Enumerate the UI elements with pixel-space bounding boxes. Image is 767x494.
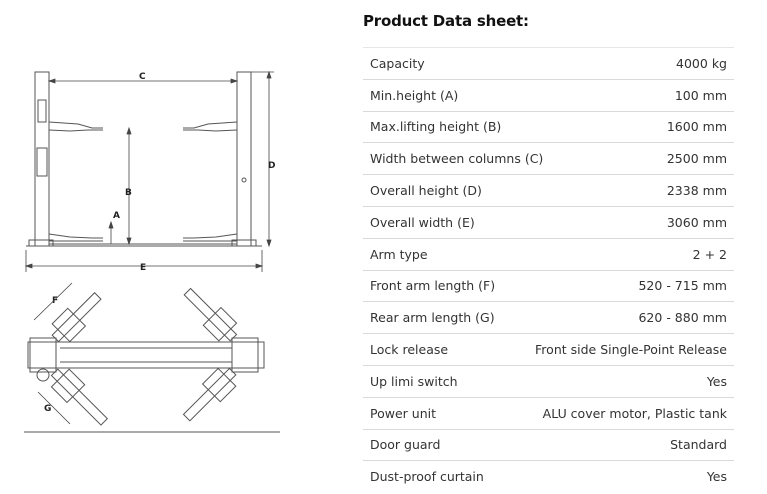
spec-row: Front arm length (F) 520 - 715 mm <box>363 269 734 302</box>
spec-label: Up limi switch <box>370 373 458 389</box>
sheet-title: Product Data sheet: <box>363 12 529 30</box>
right-column <box>236 71 252 247</box>
spec-label: Dust-proof curtain <box>370 469 484 485</box>
spec-value: 2500 mm <box>666 151 727 167</box>
dim-label-f: F <box>52 296 58 306</box>
spec-value: Front side Single-Point Release <box>535 342 727 358</box>
spec-row: Rear arm length (G) 620 - 880 mm <box>363 301 734 333</box>
spec-row: Door guard Standard <box>363 428 734 461</box>
spec-row: Arm type 2 + 2 <box>363 237 734 270</box>
spec-row: Power unit ALU cover motor, Plastic tank <box>363 396 734 429</box>
spec-label: Capacity <box>370 55 425 71</box>
spec-label: Arm type <box>370 246 428 262</box>
spec-label: Overall height (D) <box>370 183 482 199</box>
spec-row: Overall height (D) 2338 mm <box>363 174 734 206</box>
spec-value: Standard <box>670 437 727 453</box>
spec-value: 620 - 880 mm <box>638 310 727 326</box>
spec-row: Min.height (A) 100 mm <box>363 78 734 111</box>
spec-label: Min.height (A) <box>370 87 459 103</box>
spec-value: 3060 mm <box>666 214 727 230</box>
dim-label-d: D <box>268 161 275 171</box>
spec-value: 2338 mm <box>666 183 727 199</box>
spec-label: Power unit <box>370 405 436 421</box>
dim-label-e: E <box>140 263 146 273</box>
spec-value: 1600 mm <box>666 119 727 135</box>
spec-row: Max.lifting height (B) 1600 mm <box>363 110 734 143</box>
spec-value: Yes <box>706 469 727 485</box>
spec-label: Door guard <box>370 437 441 453</box>
spec-row: Lock release Front side Single-Point Rele… <box>363 333 734 365</box>
spec-value: 520 - 715 mm <box>638 278 727 294</box>
spec-row: Up limi switch Yes <box>363 364 734 397</box>
spec-label: Lock release <box>370 342 449 358</box>
spec-label: Front arm length (F) <box>370 278 496 294</box>
dim-label-g: G <box>44 404 51 414</box>
spec-value: 100 mm <box>674 87 727 103</box>
dim-label-b: B <box>125 188 132 198</box>
spec-row: Width between columns (C) 2500 mm <box>363 142 734 174</box>
spec-table: Capacity 4000 kg Min.height (A) 100 mm Max.l… <box>363 47 734 492</box>
spec-label: Max.lifting height (B) <box>370 119 502 135</box>
top-view <box>24 287 280 433</box>
dim-label-a: A <box>113 211 120 221</box>
spec-label: Width between columns (C) <box>370 151 544 167</box>
spec-label: Overall width (E) <box>370 214 475 230</box>
lift-drawing: C B A D E F G <box>24 70 280 433</box>
spec-row: Overall width (E) 3060 mm <box>363 205 734 238</box>
spec-value: 2 + 2 <box>692 246 727 262</box>
spec-value: 4000 kg <box>676 55 727 71</box>
lift-diagram: C B A D E F G <box>0 0 300 490</box>
spec-row: Capacity 4000 kg <box>363 47 734 79</box>
dim-label-c: C <box>139 72 146 82</box>
spec-value: Yes <box>706 373 727 389</box>
spec-row: Dust-proof curtain Yes <box>363 460 734 492</box>
spec-value: ALU cover motor, Plastic tank <box>542 405 727 421</box>
spec-label: Rear arm length (G) <box>370 310 495 326</box>
